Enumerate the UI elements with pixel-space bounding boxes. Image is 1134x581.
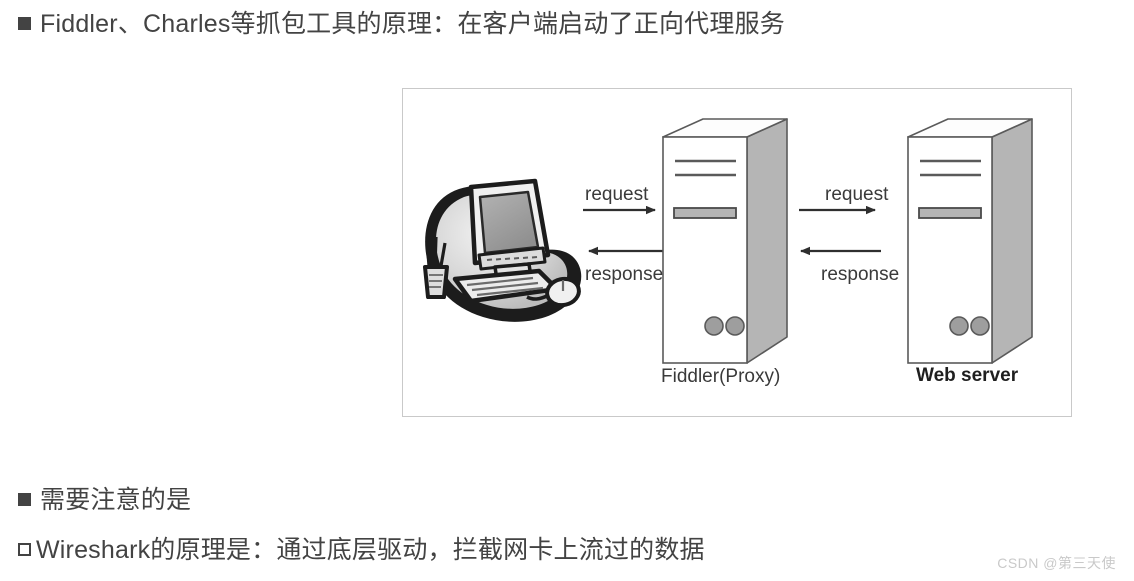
web-server-label: Web server [916,365,1019,386]
arrow-label-request-1: request [585,184,649,205]
csdn-watermark: CSDN @第三天使 [997,555,1116,571]
slide-bullet-line-1-text: Fiddler、Charles等抓包工具的原理：在客户端启动了正向代理服务 [40,10,785,38]
arrow-label-request-2: request [825,184,889,205]
filled-square-bullet-icon [18,493,31,506]
slide-bullet-line-1: Fiddler、Charles等抓包工具的原理：在客户端启动了正向代理服务 [18,12,785,37]
filled-square-bullet-icon [18,17,31,30]
proxy-label: Fiddler(Proxy) [661,366,780,387]
network-proxy-diagram: request response Fiddler(Proxy) [402,88,1072,417]
web-server-tower-icon [907,118,1033,364]
hollow-square-bullet-icon [18,543,31,556]
desktop-computer-icon [423,178,582,322]
slide-bullet-line-2: 需要注意的是 [18,488,191,513]
slide-bullet-line-3: Wireshark的原理是：通过底层驱动，拦截网卡上流过的数据 [18,538,705,563]
diagram-canvas: request response Fiddler(Proxy) [423,118,1033,387]
arrow-label-response-2: response [821,264,899,285]
slide-bullet-line-3-text: Wireshark的原理是：通过底层驱动，拦截网卡上流过的数据 [36,536,705,564]
arrow-label-response-1: response [585,264,663,285]
slide-bullet-line-2-text: 需要注意的是 [40,486,192,514]
proxy-server-tower-icon [662,118,788,364]
